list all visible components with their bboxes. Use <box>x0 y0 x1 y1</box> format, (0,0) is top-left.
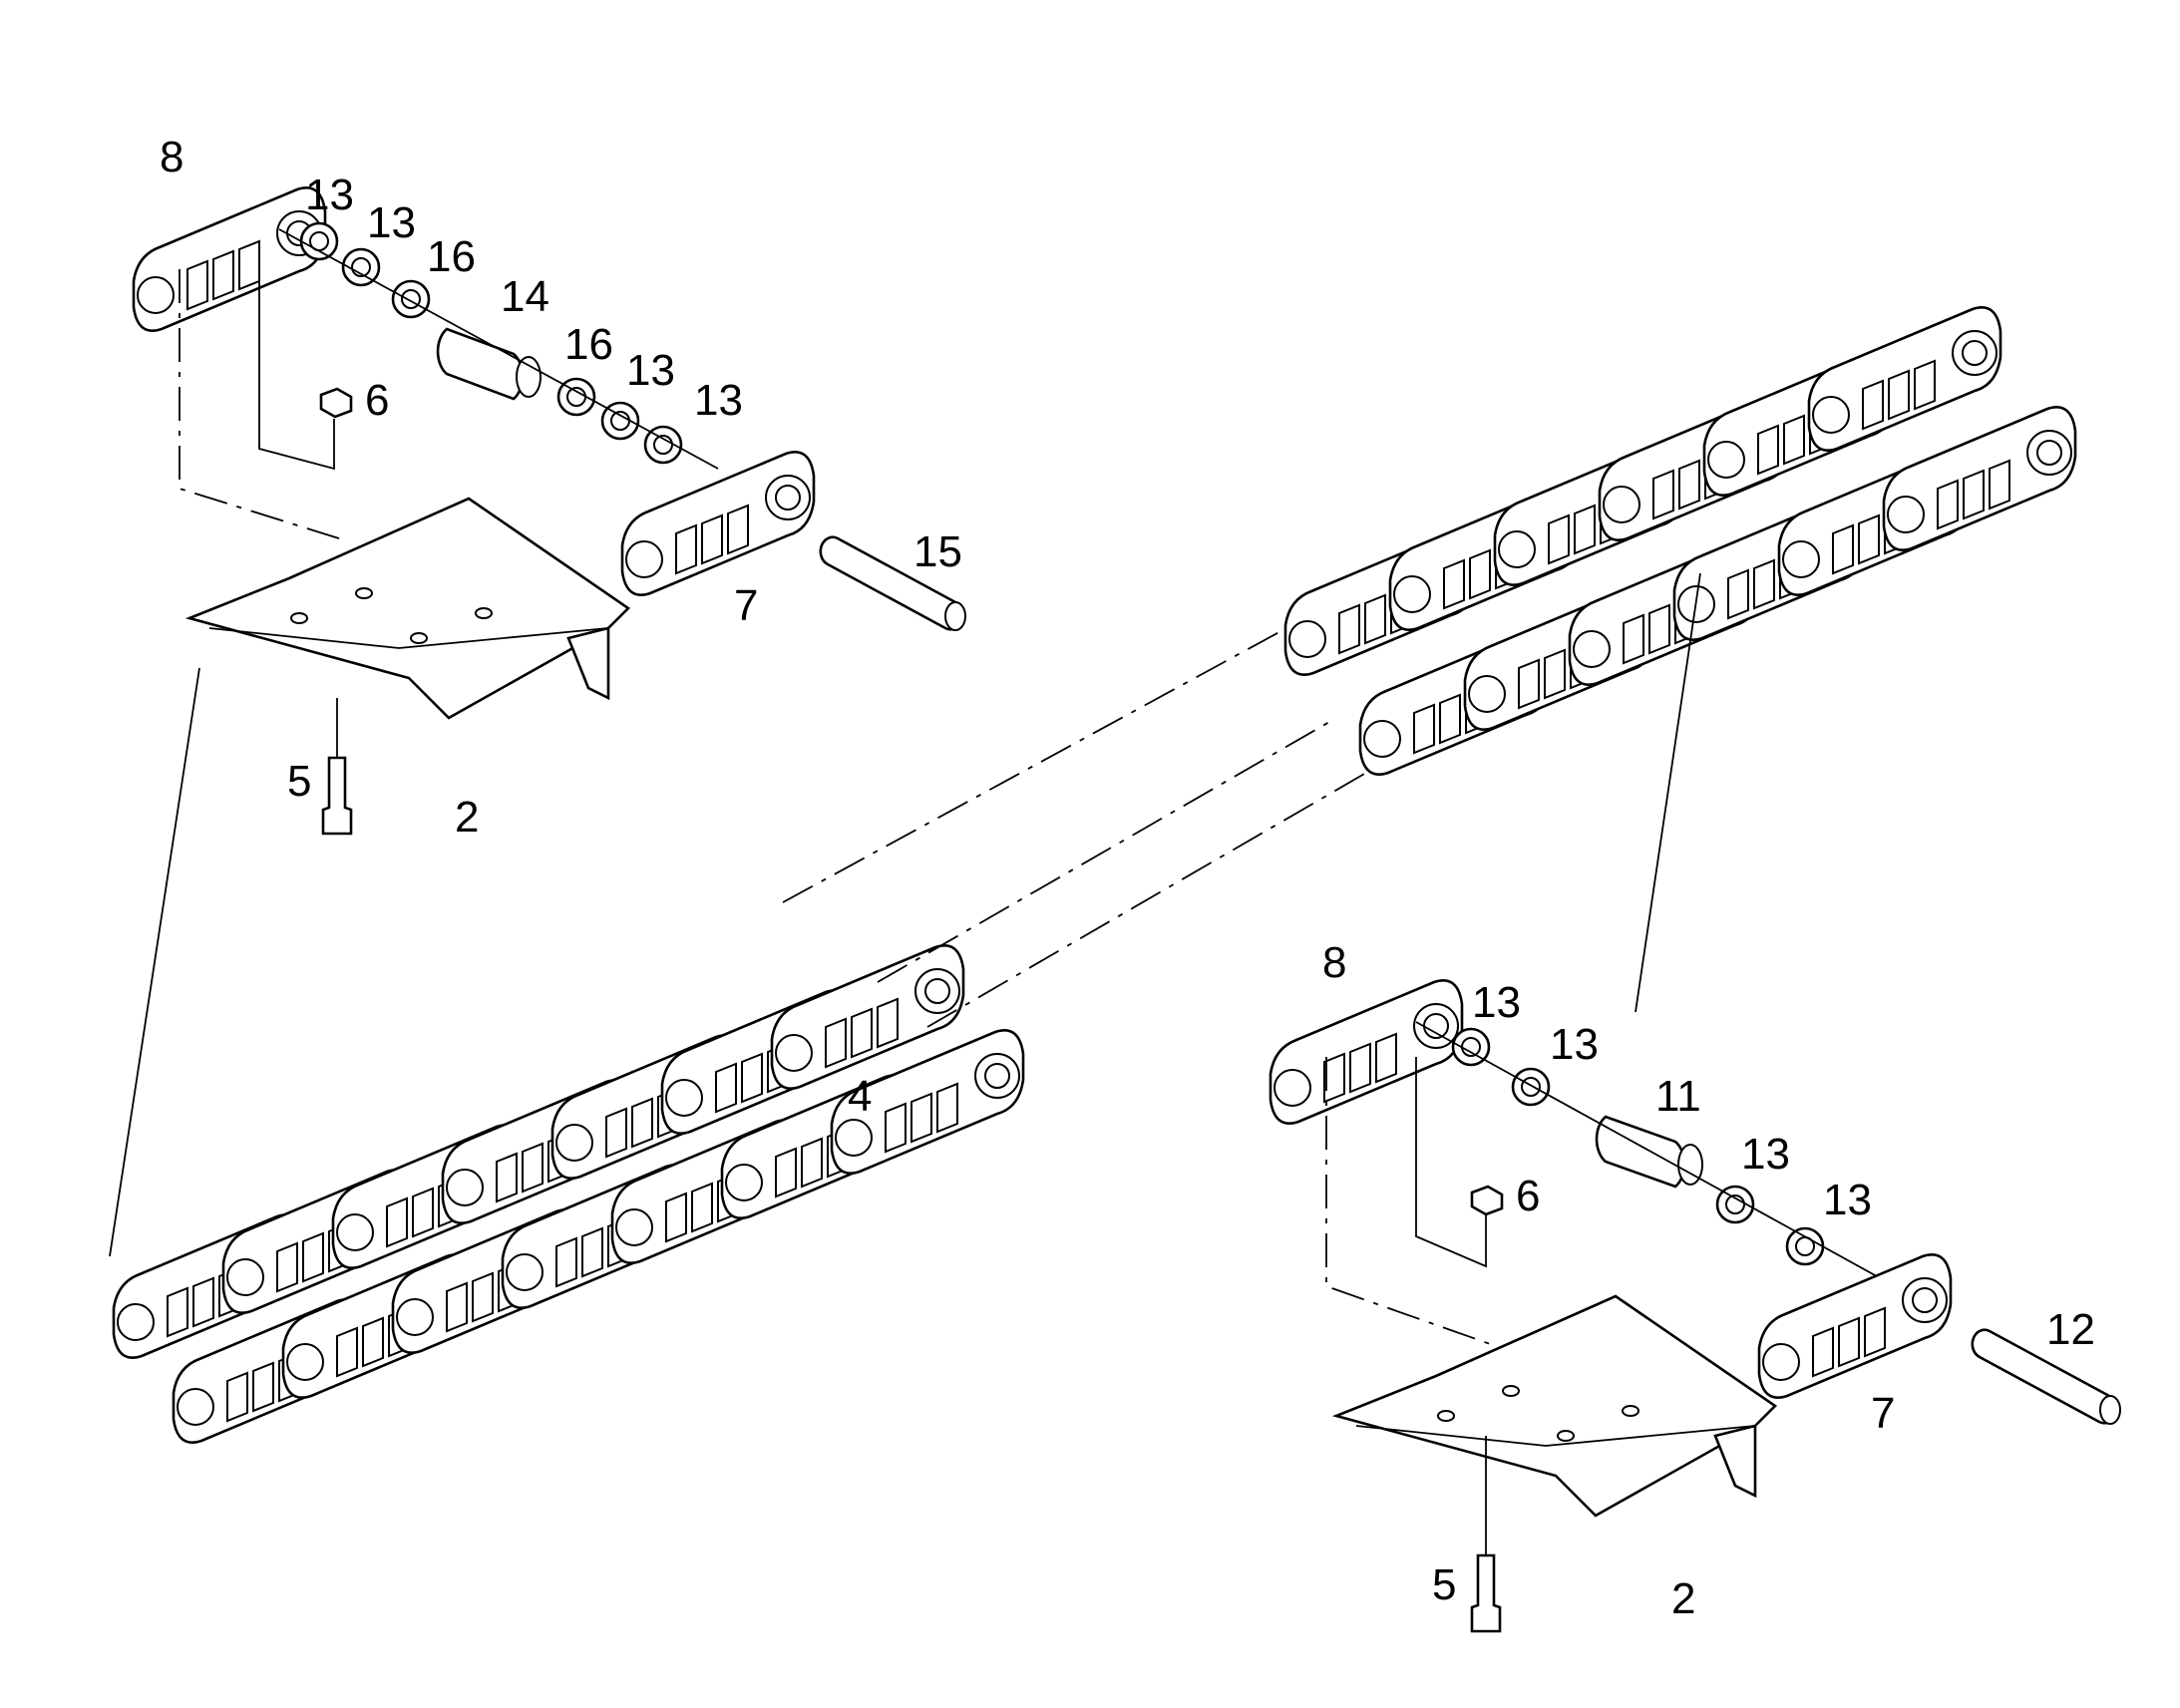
callout-br-13a: 13 <box>1472 978 1521 1027</box>
top-left-assembly <box>109 186 966 1257</box>
callout-tl-6: 6 <box>365 376 389 425</box>
track-shoe-2-top <box>187 497 630 720</box>
callout-br-7: 7 <box>1871 1389 1895 1438</box>
callout-tl-13d: 13 <box>694 376 743 425</box>
callout-br-13d: 13 <box>1823 1176 1872 1224</box>
callout-tl-7: 7 <box>734 581 758 630</box>
master-link-8-top <box>132 186 327 332</box>
callout-tl-13c: 13 <box>626 346 675 395</box>
callout-br-6: 6 <box>1516 1172 1540 1220</box>
bushing-11 <box>1595 1115 1686 1189</box>
callout-tl-16a: 16 <box>427 232 476 281</box>
callout-br-12: 12 <box>2046 1305 2095 1354</box>
callout-br-11: 11 <box>1655 1072 1701 1121</box>
callout-tl-14: 14 <box>501 272 549 321</box>
callout-tl-2: 2 <box>455 793 479 842</box>
callout-br-5: 5 <box>1432 1560 1456 1609</box>
bottom-right-assembly <box>1269 572 2121 1633</box>
callout-br-13b: 13 <box>1550 1020 1599 1069</box>
master-link-8-bottom <box>1269 979 1464 1125</box>
nut-6-top <box>319 387 353 419</box>
callout-tl-16b: 16 <box>564 320 613 369</box>
master-link-7-top <box>620 451 816 596</box>
nut-6-bottom <box>1470 1185 1504 1216</box>
track-chain-lower-section <box>112 944 1025 1444</box>
callout-tl-5: 5 <box>287 757 311 806</box>
track-shoe-2-bottom <box>1334 1294 1777 1518</box>
callout-tl-13b: 13 <box>367 198 416 247</box>
callout-br-8: 8 <box>1322 938 1346 987</box>
callout-br-13c: 13 <box>1741 1130 1790 1179</box>
callout-tl-13a: 13 <box>305 171 354 219</box>
callout-br-2: 2 <box>1671 1574 1695 1623</box>
callout-tl-15: 15 <box>913 527 962 576</box>
bolt-5-bottom <box>1470 1553 1502 1633</box>
bolt-5-top <box>321 756 353 836</box>
chain-continuation-lines <box>782 627 1367 1028</box>
master-link-7-bottom <box>1757 1253 1953 1399</box>
callout-center-4: 4 <box>848 1072 872 1121</box>
callout-labels: 8 13 13 16 14 16 13 13 6 15 7 5 2 4 8 13… <box>160 133 2095 1623</box>
callout-tl-8: 8 <box>160 133 183 181</box>
